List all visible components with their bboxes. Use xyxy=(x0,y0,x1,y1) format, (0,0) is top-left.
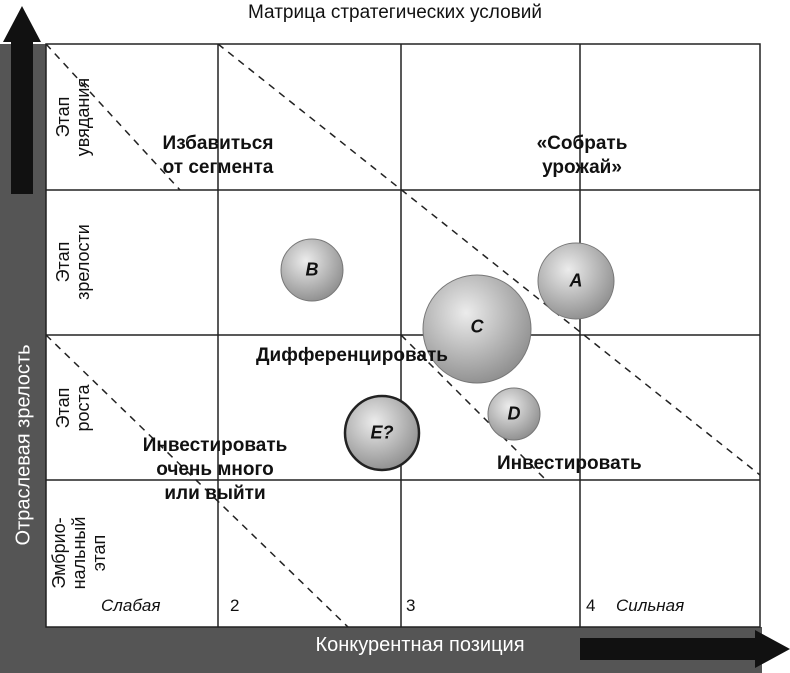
zone-invest: Инвестировать xyxy=(497,453,642,474)
bubble-d xyxy=(487,387,541,441)
col-label-2: 2 xyxy=(230,596,240,615)
bubble-label-e: E? xyxy=(370,422,394,443)
y-arrow-icon xyxy=(3,6,41,194)
bubbles xyxy=(280,238,615,472)
y-axis-label: Отраслевая зрелость xyxy=(12,344,35,546)
bubble-label-a: A xyxy=(569,270,583,291)
diagonal-far-lower xyxy=(400,334,547,481)
bubble-label-d: D xyxy=(507,403,521,424)
diagonal-lower-left xyxy=(45,334,349,628)
diagonal-main xyxy=(217,43,761,476)
zone-differentiate: Дифференцировать xyxy=(256,345,448,366)
bubble-a xyxy=(537,242,615,320)
dashed-boundaries xyxy=(45,43,761,628)
bubble-label-b: B xyxy=(305,259,319,280)
bubble-b xyxy=(280,238,344,302)
bubble-label-c: C xyxy=(470,316,484,337)
x-arrow-icon xyxy=(580,630,790,668)
col-label-3: 3 xyxy=(406,596,416,615)
col-label-4: 4 xyxy=(586,596,596,615)
chart-title: Матрица стратегических условий xyxy=(248,2,542,23)
bubble-c xyxy=(422,274,532,384)
col-label-weak: Слабая xyxy=(101,596,161,615)
col-label-strong: Сильная xyxy=(616,596,685,615)
grid-lines xyxy=(46,44,760,627)
bubble-e xyxy=(343,394,421,472)
x-axis-label: Конкурентная позиция xyxy=(315,634,525,656)
